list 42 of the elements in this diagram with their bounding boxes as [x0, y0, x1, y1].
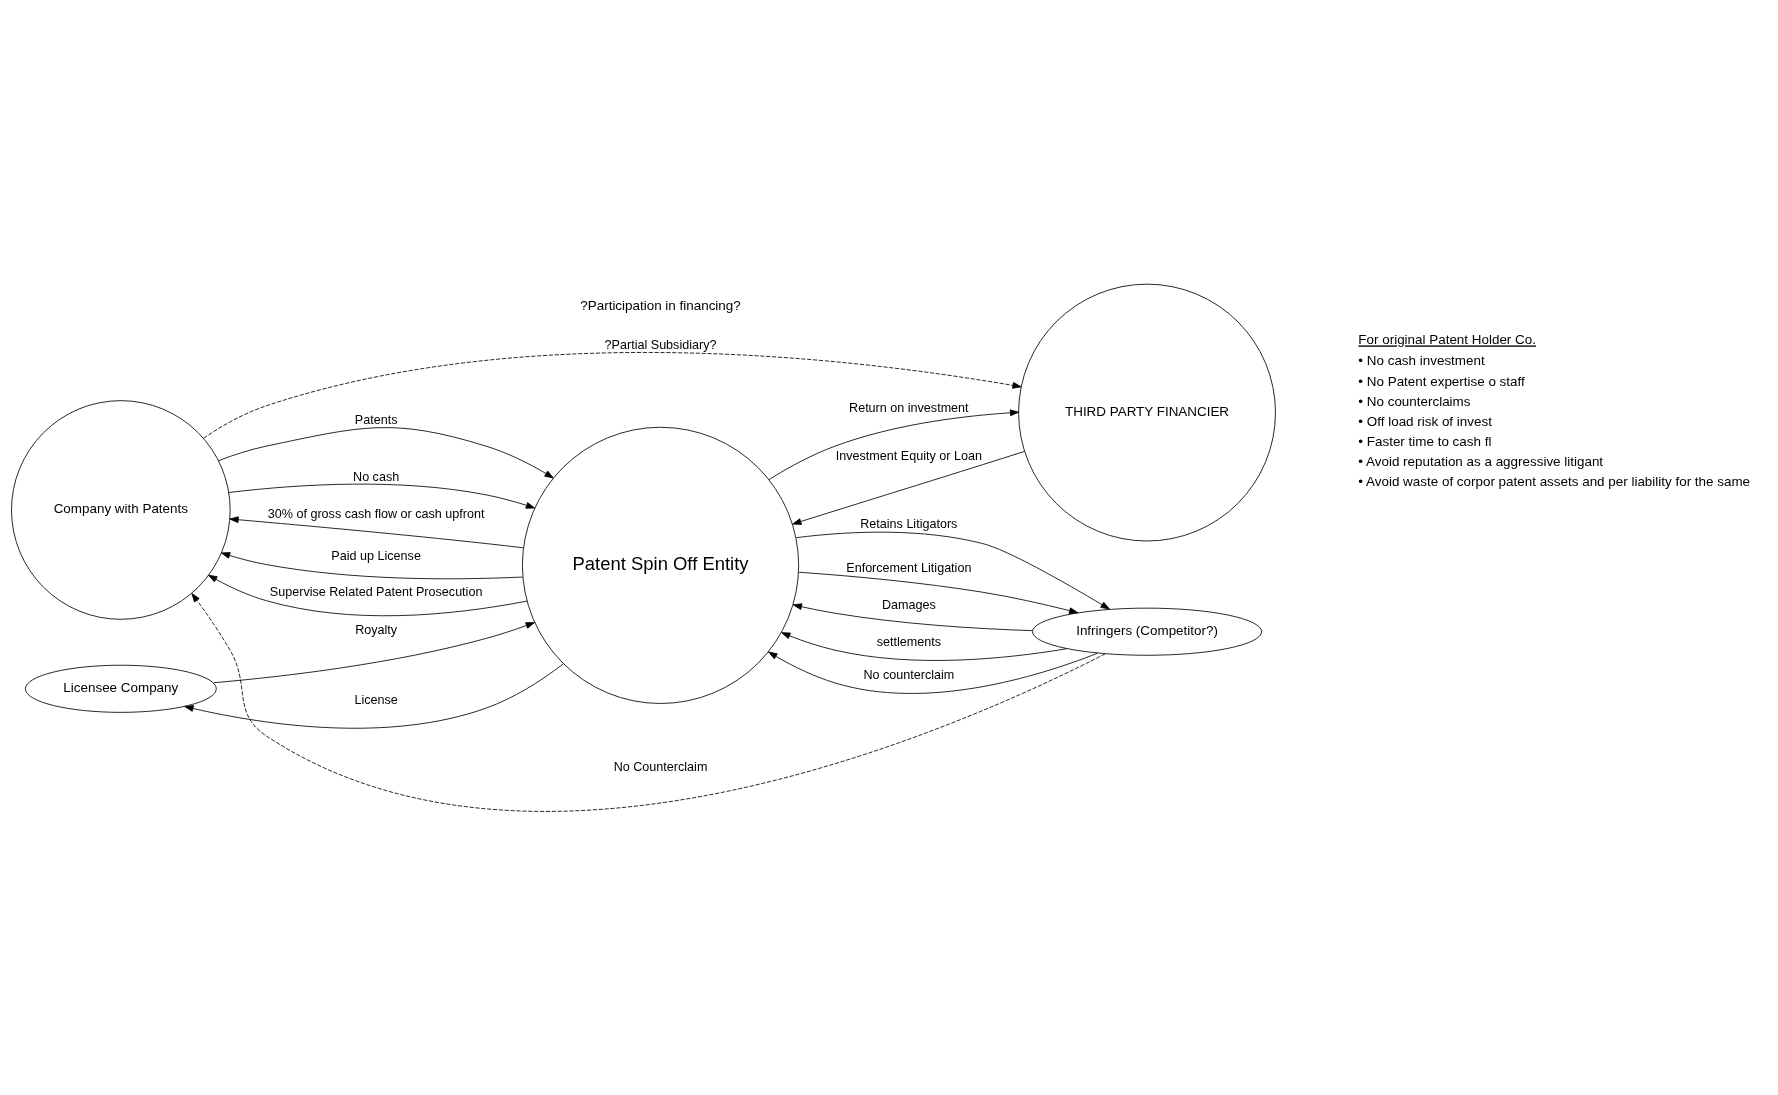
edge-label: Paid up License [331, 548, 421, 563]
arrow [781, 631, 1068, 661]
edge-label: ?Partial Subsidiary? [604, 337, 717, 352]
label: • No counterclaims [1358, 393, 1471, 409]
edge-label: License [354, 692, 398, 707]
arrow [795, 531, 1110, 610]
edge-label: Supervise Related Patent Prosecution [269, 584, 483, 599]
label: • Avoid reputation as a aggressive litigant [1358, 453, 1604, 469]
arrow [203, 351, 1022, 439]
edge-label: No Counterclaim [613, 759, 708, 774]
arrow [191, 592, 1106, 811]
arrow [228, 483, 536, 509]
label: • Faster time to cash fl [1358, 433, 1492, 449]
label: • No Patent expertise o staff [1358, 373, 1525, 389]
edge-label: Return on investment [849, 400, 969, 415]
label: ?Participation in financing? [580, 297, 741, 313]
edge-label: 30% of gross cash flow or cash upfront [267, 506, 485, 521]
edge-label: No cash [353, 469, 400, 484]
label: • Avoid waste of corpor patent assets and per liability for the same [1358, 473, 1751, 489]
edge-label: Patents [354, 412, 398, 426]
arrow [792, 450, 1025, 525]
arrow [208, 574, 528, 616]
arrow [768, 408, 1020, 480]
edge-label: Enforcement Litigation [846, 560, 972, 575]
arrow [184, 663, 564, 729]
arrow [213, 621, 535, 683]
edge-label: Investment Equity or Loan [835, 448, 982, 463]
edge-label: settlements [876, 634, 941, 649]
arrow [768, 651, 1098, 694]
edge-label: Retains Litigators [860, 516, 958, 531]
edge-label: Royalty [355, 622, 398, 637]
arrow [792, 602, 1033, 631]
arrow [221, 551, 524, 579]
arrow [229, 515, 524, 548]
label: For original Patent Holder Co. [1358, 331, 1536, 347]
label: • Off load risk of invest [1358, 413, 1492, 429]
arrow [798, 571, 1079, 614]
edge-label: Damages [881, 597, 936, 612]
label: • No cash investment [1358, 352, 1485, 368]
node-circle: THIRD PARTY FINANCIER [1018, 283, 1276, 541]
edge-label: No counterclaim [863, 667, 955, 682]
arrow [218, 426, 554, 478]
